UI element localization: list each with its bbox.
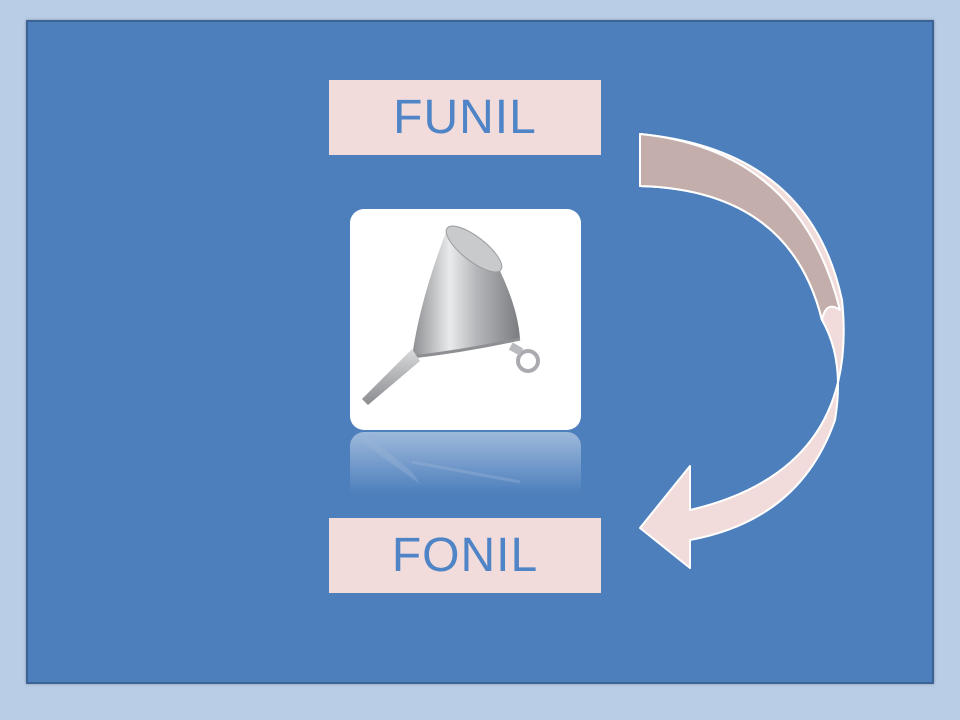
funnel-image	[350, 209, 581, 430]
bottom-word-box: FONIL	[329, 518, 601, 593]
top-word: FUNIL	[393, 91, 537, 144]
funnel-icon	[362, 225, 540, 405]
top-word-box: FUNIL	[329, 80, 601, 155]
funnel-reflection-icon	[362, 436, 521, 484]
funnel-reflection	[350, 432, 581, 494]
bottom-word: FONIL	[391, 529, 539, 582]
